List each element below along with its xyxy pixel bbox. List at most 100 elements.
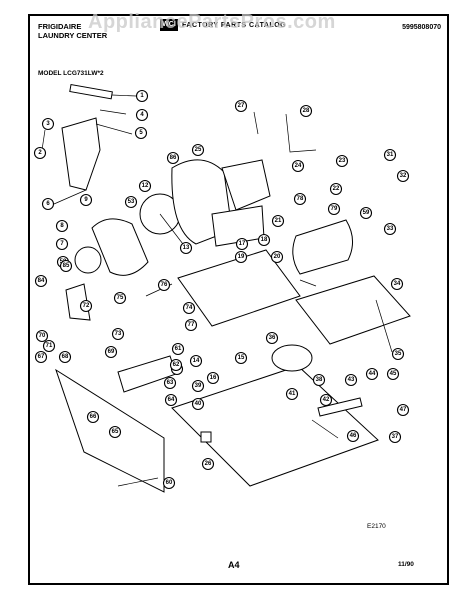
- svg-text:22: 22: [333, 186, 340, 192]
- svg-text:45: 45: [390, 371, 397, 377]
- svg-text:4: 4: [140, 112, 144, 118]
- svg-text:71: 71: [46, 343, 53, 349]
- brand-line-2: LAUNDRY CENTER: [38, 31, 108, 40]
- svg-text:84: 84: [38, 278, 45, 284]
- callout-7: 7: [55, 237, 69, 251]
- callout-77: 77: [184, 318, 198, 332]
- svg-text:13: 13: [183, 245, 190, 251]
- svg-text:32: 32: [400, 173, 407, 179]
- callout-35: 35: [391, 347, 405, 361]
- svg-text:72: 72: [83, 303, 90, 309]
- svg-text:3: 3: [46, 121, 50, 127]
- callout-9: 9: [79, 193, 93, 207]
- callout-22: 22: [329, 182, 343, 196]
- callout-1: 1: [135, 89, 149, 103]
- callout-79: 79: [327, 202, 341, 216]
- callout-45: 45: [386, 367, 400, 381]
- svg-text:18: 18: [261, 237, 268, 243]
- callout-73: 73: [111, 327, 125, 341]
- svg-text:20: 20: [274, 254, 281, 260]
- svg-text:74: 74: [186, 305, 193, 311]
- svg-text:68: 68: [62, 354, 69, 360]
- callout-71: 71: [42, 339, 56, 353]
- svg-text:66: 66: [90, 414, 97, 420]
- callout-69: 69: [104, 345, 118, 359]
- svg-text:86: 86: [170, 155, 177, 161]
- callout-28: 28: [299, 104, 313, 118]
- svg-text:73: 73: [115, 331, 122, 337]
- svg-text:75: 75: [117, 295, 124, 301]
- svg-text:16: 16: [210, 375, 217, 381]
- cover-part: [271, 344, 313, 372]
- callout-53: 53: [124, 195, 138, 209]
- callout-24: 24: [291, 159, 305, 173]
- svg-text:15: 15: [238, 355, 245, 361]
- callout-59: 59: [359, 206, 373, 220]
- callout-78: 78: [293, 192, 307, 206]
- callout-43: 43: [344, 373, 358, 387]
- callout-42: 42: [319, 393, 333, 407]
- callout-19: 19: [234, 250, 248, 264]
- svg-text:23: 23: [339, 158, 346, 164]
- svg-text:61: 61: [175, 346, 182, 352]
- svg-text:47: 47: [400, 407, 407, 413]
- svg-text:7: 7: [60, 241, 64, 247]
- callout-8: 8: [55, 219, 69, 233]
- svg-text:38: 38: [316, 377, 323, 383]
- svg-text:39: 39: [195, 383, 202, 389]
- svg-text:35: 35: [395, 351, 402, 357]
- brand-header: FRIGIDAIRE LAUNDRY CENTER: [38, 22, 107, 40]
- callout-3: 3: [41, 117, 55, 131]
- callout-84: 84: [34, 274, 48, 288]
- callout-86: 86: [166, 151, 180, 165]
- callout-44: 44: [365, 367, 379, 381]
- svg-text:8: 8: [60, 223, 64, 229]
- svg-text:53: 53: [128, 199, 135, 205]
- callout-34: 34: [390, 277, 404, 291]
- svg-text:65: 65: [112, 429, 119, 435]
- svg-text:70: 70: [39, 333, 46, 339]
- callout-38: 38: [312, 373, 326, 387]
- callout-41: 41: [285, 387, 299, 401]
- catalog-title: FACTORY PARTS CATALOG: [182, 22, 287, 29]
- leveling-leg-part: [200, 431, 212, 443]
- callout-74: 74: [182, 301, 196, 315]
- svg-text:26: 26: [205, 461, 212, 467]
- callout-64: 64: [164, 393, 178, 407]
- callout-47: 47: [396, 403, 410, 417]
- rod-part: [285, 113, 317, 153]
- svg-text:78: 78: [297, 196, 304, 202]
- callout-60: 60: [162, 476, 176, 490]
- svg-text:5: 5: [139, 130, 143, 136]
- svg-text:36: 36: [269, 335, 276, 341]
- blower-housing-part: [91, 218, 149, 276]
- svg-text:43: 43: [348, 377, 355, 383]
- callout-37: 37: [388, 430, 402, 444]
- motor-part: [221, 159, 271, 211]
- revision-date: 11/90: [398, 561, 414, 568]
- svg-text:33: 33: [387, 226, 394, 232]
- callout-20: 20: [270, 250, 284, 264]
- support-shelf-part: [295, 275, 411, 345]
- callout-67: 67: [34, 350, 48, 364]
- callout-32: 32: [396, 169, 410, 183]
- callout-21: 21: [271, 214, 285, 228]
- svg-text:24: 24: [295, 163, 302, 169]
- svg-text:28: 28: [303, 108, 310, 114]
- callout-17: 17: [235, 237, 249, 251]
- callout-23: 23: [335, 154, 349, 168]
- callout-39: 39: [191, 379, 205, 393]
- diagram-border: [28, 14, 449, 585]
- catalog-part-number: 5995808070: [402, 24, 441, 31]
- seal-strip-part: [69, 84, 113, 100]
- rail-part: [317, 397, 363, 417]
- blower-wheel-part: [74, 246, 102, 274]
- svg-text:41: 41: [289, 391, 296, 397]
- svg-text:79: 79: [331, 206, 338, 212]
- callout-5: 5: [134, 126, 148, 140]
- model-number: MODEL LCG731LW*2: [38, 70, 104, 77]
- callout-63: 63: [163, 376, 177, 390]
- svg-text:27: 27: [238, 103, 245, 109]
- svg-text:67: 67: [38, 354, 45, 360]
